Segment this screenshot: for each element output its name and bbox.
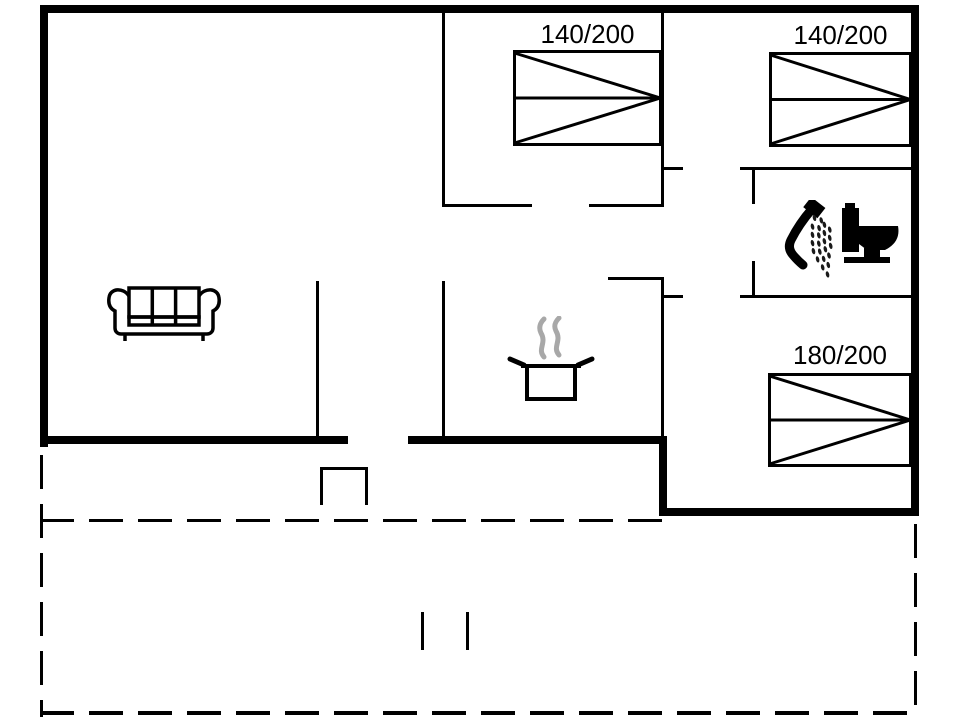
wall-bedroom1-right bbox=[661, 13, 664, 207]
wall-exterior-top bbox=[40, 5, 919, 13]
wall-exterior-right bbox=[911, 5, 919, 516]
wall-kitchen-right bbox=[442, 281, 445, 436]
wall-exterior-bedroom3-bottom bbox=[659, 508, 919, 516]
wall-kitchen-left bbox=[316, 281, 319, 436]
wall-bedroom3-top-stub bbox=[661, 295, 683, 298]
wall-exterior-left bbox=[40, 5, 48, 447]
wall-bathroom-bottom bbox=[740, 295, 911, 298]
cooking-pot-icon bbox=[507, 316, 595, 401]
bed-size-label: 180/200 bbox=[793, 340, 887, 370]
terrace-opening-tick-right bbox=[466, 612, 469, 650]
bed-size-label: 140/200 bbox=[540, 19, 635, 49]
toilet-icon bbox=[842, 203, 899, 263]
wall-bathroom-top bbox=[740, 167, 911, 170]
terrace-step bbox=[320, 467, 368, 505]
wall-hall-right bbox=[661, 277, 664, 436]
wall-hall-top bbox=[608, 277, 664, 280]
wall-bedroom2-bottom-stub bbox=[661, 167, 683, 170]
terrace-opening-tick-left bbox=[421, 612, 424, 650]
wall-bathroom-left-upper bbox=[752, 167, 755, 204]
wall-exterior-bedroom3-left bbox=[659, 436, 667, 516]
double-bed-icon bbox=[769, 52, 912, 147]
terrace-dashed-right bbox=[914, 524, 917, 714]
wall-exterior-bottom-mid bbox=[408, 436, 666, 444]
wall-bedroom1-left bbox=[442, 13, 445, 207]
shower-icon bbox=[784, 200, 833, 278]
shower-spray bbox=[810, 214, 833, 278]
steam-icon bbox=[537, 316, 562, 360]
terrace-dashed-bottom bbox=[40, 711, 919, 715]
sofa-icon bbox=[107, 286, 221, 341]
bed-size-label: 140/200 bbox=[793, 20, 888, 50]
wall-bedroom1-bottom-b bbox=[589, 204, 664, 207]
wall-bathroom-left-lower bbox=[752, 261, 755, 298]
wall-exterior-bottom-left bbox=[40, 436, 348, 444]
double-bed-icon bbox=[513, 50, 662, 146]
double-bed-icon bbox=[768, 373, 912, 467]
terrace-dashed-left bbox=[40, 455, 43, 717]
wall-bedroom1-bottom-a bbox=[442, 204, 532, 207]
terrace-dashed-middle bbox=[40, 519, 662, 522]
